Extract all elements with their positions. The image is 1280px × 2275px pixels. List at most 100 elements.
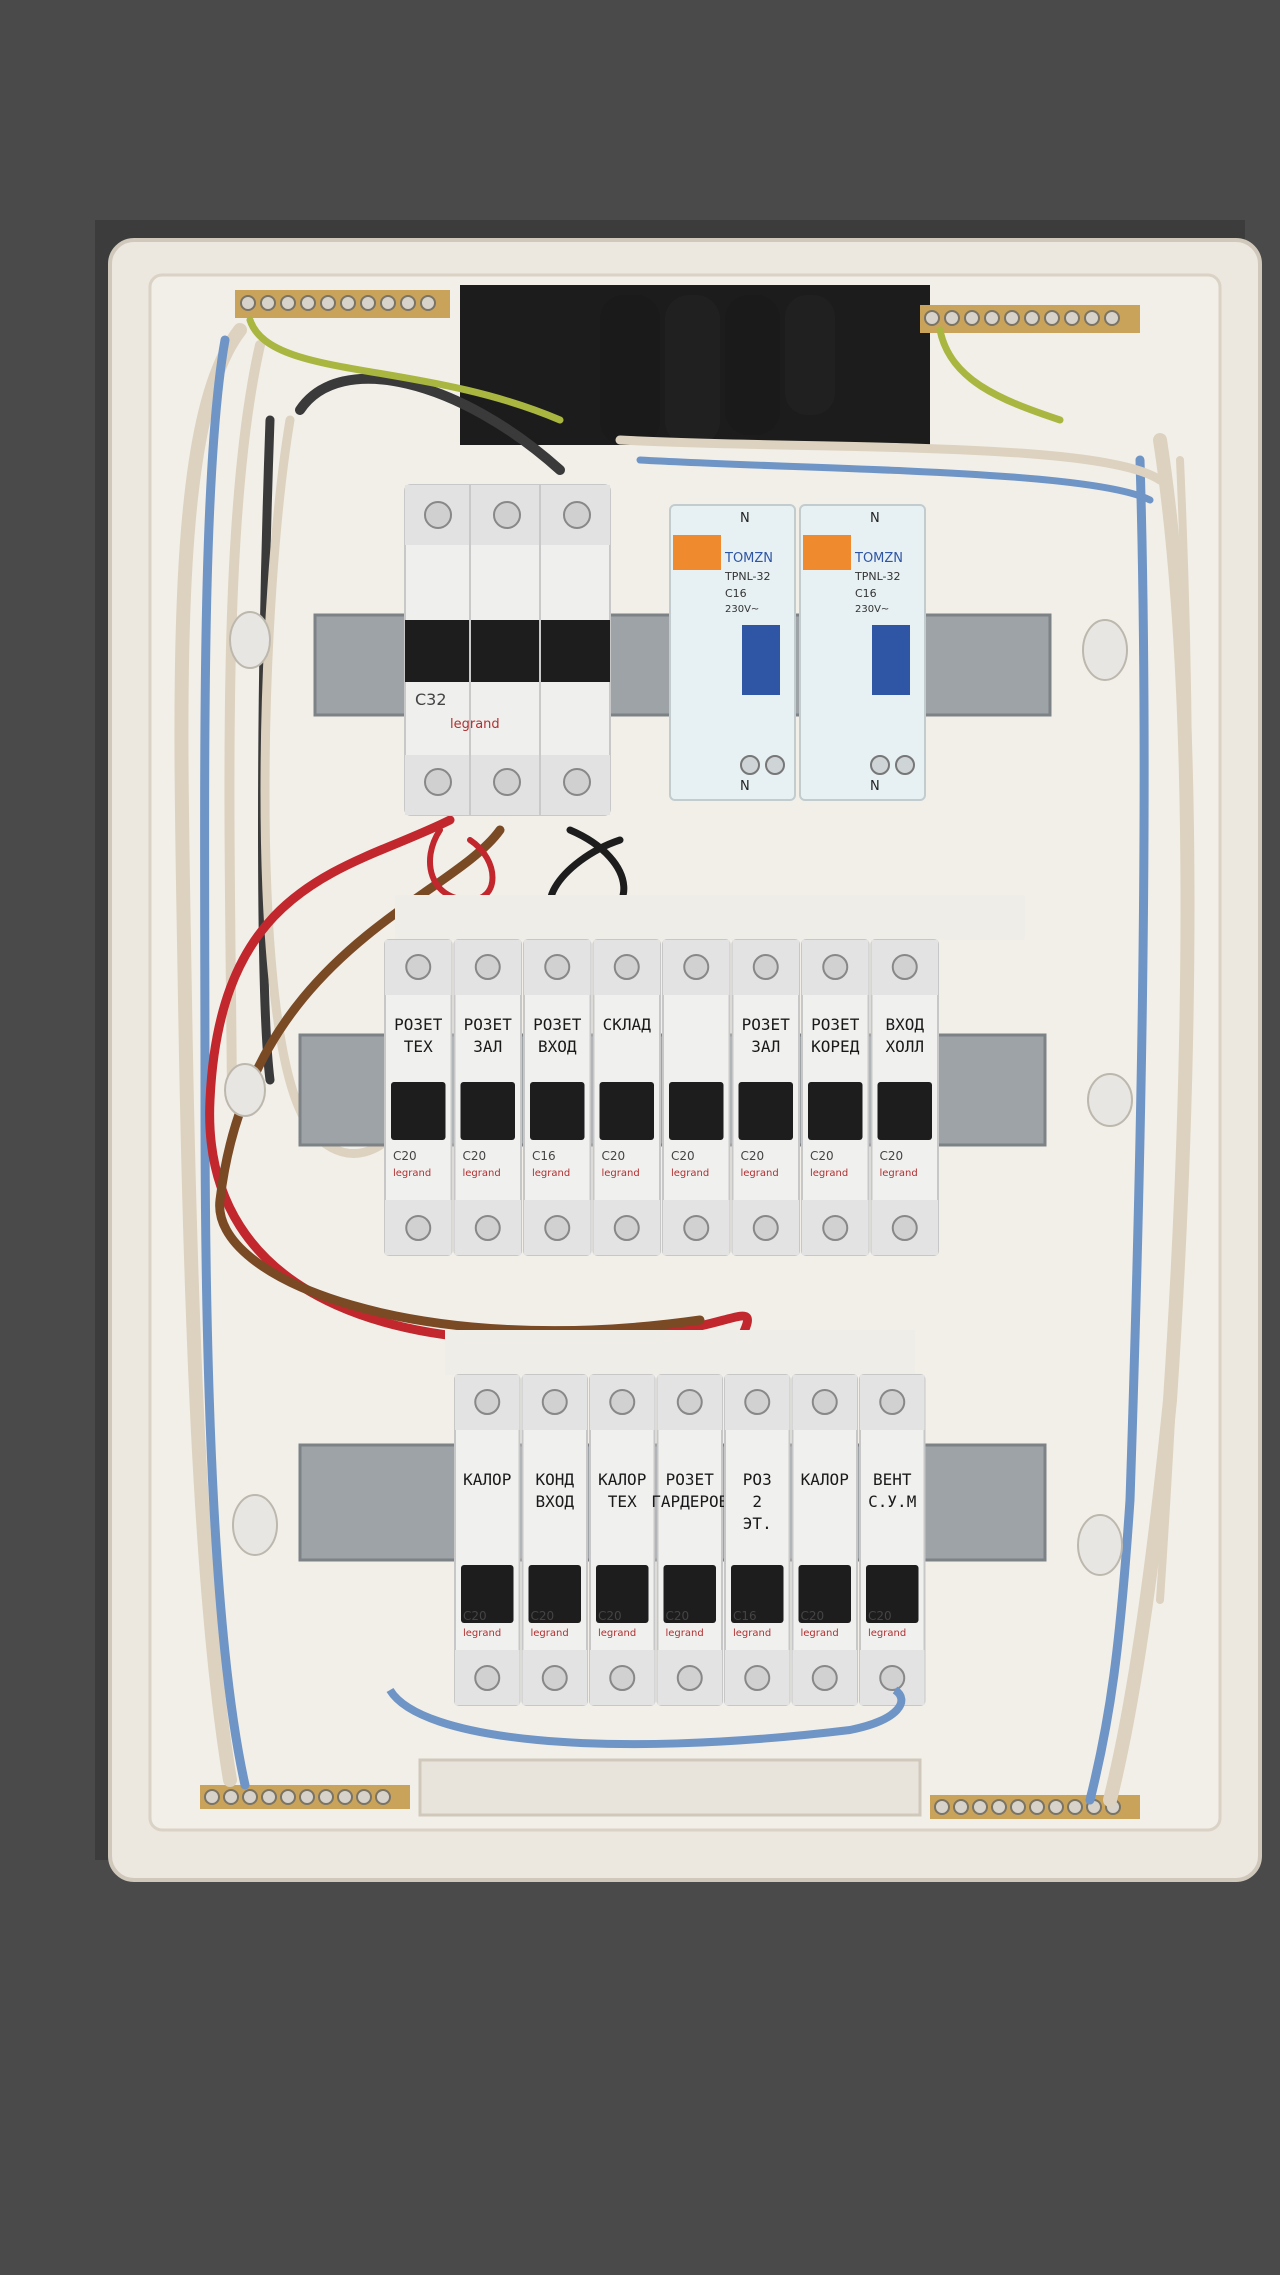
bus-bar-screw xyxy=(1010,1799,1026,1815)
breaker-label: КАЛОР xyxy=(463,1470,511,1489)
breaker-brand: legrand xyxy=(810,1168,848,1179)
terminal-screw xyxy=(676,1665,703,1691)
terminal-screw xyxy=(541,1665,568,1691)
rcbo-test-button[interactable] xyxy=(673,535,721,570)
breaker-rating: C20 xyxy=(602,1149,626,1163)
breaker-label: КОРЕД xyxy=(811,1037,860,1056)
breaker-brand: legrand xyxy=(463,1628,501,1639)
breaker-brand: legrand xyxy=(671,1168,709,1179)
terminal-screw xyxy=(683,1215,710,1241)
breaker-toggle[interactable] xyxy=(599,1082,655,1140)
terminal-screw xyxy=(752,1215,779,1241)
terminal-screw xyxy=(891,1215,918,1241)
breaker-toggle[interactable] xyxy=(461,1565,514,1623)
terminal-screw xyxy=(822,1215,849,1241)
breaker-label: ВХОД xyxy=(885,1015,924,1034)
bus-bar-screw xyxy=(260,295,276,311)
breaker-row-2: КАЛОРC20legrandКОНДВХОДC20legrandКАЛОРТЕ… xyxy=(454,1374,926,1706)
din-rail-end-clamps xyxy=(224,611,1133,1576)
bus-bar-screw xyxy=(356,1789,372,1805)
rcbo-terminal-label: N xyxy=(740,511,750,526)
rcbo-test-button[interactable] xyxy=(803,535,851,570)
rcbo-terminal-screw xyxy=(895,755,915,775)
breaker-toggle[interactable] xyxy=(731,1565,784,1623)
breaker-toggle[interactable] xyxy=(866,1565,919,1623)
bus-bar-screw xyxy=(300,295,316,311)
breaker-toggle[interactable] xyxy=(798,1565,852,1623)
breaker-label: ЗАЛ xyxy=(751,1037,780,1056)
breaker-rating: C20 xyxy=(671,1149,695,1163)
breaker-toggle[interactable] xyxy=(530,1082,585,1140)
breaker-rating: C20 xyxy=(801,1609,825,1623)
breaker-rating: C20 xyxy=(393,1149,417,1163)
main-breaker-brand: legrand xyxy=(450,717,500,732)
breaker-toggle[interactable] xyxy=(808,1082,863,1140)
terminal-screw xyxy=(474,954,501,980)
breaker-toggle[interactable] xyxy=(738,1082,794,1140)
breaker-label: РОЗЕТ xyxy=(464,1015,513,1034)
rcbo-rating: C16 xyxy=(855,587,877,600)
bus-bar-screw xyxy=(400,295,416,311)
breaker-label: КАЛОР xyxy=(598,1470,646,1489)
rcbo-terminal-label: N xyxy=(740,779,750,794)
bus-bar-screw xyxy=(1104,310,1120,326)
main-breaker-rating: C32 xyxy=(415,690,447,709)
cover-band-2 xyxy=(445,1330,915,1375)
breaker-label: РОЗ xyxy=(743,1470,772,1489)
conduit-bundle xyxy=(600,295,835,445)
breaker-rating: C20 xyxy=(666,1609,690,1623)
breaker-rating: C20 xyxy=(810,1149,834,1163)
breaker-label: ЭТ. xyxy=(743,1514,772,1533)
main-breaker-toggle[interactable] xyxy=(405,620,610,682)
breaker-brand: legrand xyxy=(532,1168,570,1179)
cover-band-1 xyxy=(395,895,1025,940)
bus-bar-screw xyxy=(1064,310,1080,326)
breaker-rating: C16 xyxy=(733,1609,757,1623)
circuit-breaker[interactable]: C20 legrand xyxy=(662,939,731,1256)
breaker-toggle[interactable] xyxy=(460,1082,516,1140)
breaker-label: ГАРДЕРОБ xyxy=(651,1492,728,1511)
terminal-screw xyxy=(541,1389,568,1415)
terminal-screw xyxy=(683,954,710,980)
rcbo-terminal-label: N xyxy=(870,779,880,794)
main-breaker[interactable]: C32 legrand xyxy=(404,484,611,816)
breaker-toggle[interactable] xyxy=(596,1565,649,1623)
rcbo-toggle[interactable] xyxy=(872,625,910,695)
bus-bar-screw xyxy=(340,295,356,311)
breaker-toggle[interactable] xyxy=(669,1082,724,1140)
bus-bar-screw xyxy=(984,310,1000,326)
bus-bar-screw xyxy=(299,1789,315,1805)
breaker-brand: legrand xyxy=(741,1168,779,1179)
rcbo-model: TPNL-32 xyxy=(854,570,900,583)
breaker-toggle[interactable] xyxy=(663,1565,717,1623)
terminal-screw xyxy=(544,954,571,980)
breaker-toggle[interactable] xyxy=(391,1082,446,1140)
rcbo-toggle[interactable] xyxy=(742,625,780,695)
breaker-rating: C20 xyxy=(880,1149,904,1163)
rcbo-terminal-label: N xyxy=(870,511,880,526)
breaker-label: РОЗЕТ xyxy=(533,1015,582,1034)
bus-bar-screw xyxy=(380,295,396,311)
breaker-brand: legrand xyxy=(733,1628,771,1639)
breaker-rating: C20 xyxy=(868,1609,892,1623)
bus-bar-screw xyxy=(420,295,436,311)
breaker-toggle[interactable] xyxy=(877,1082,933,1140)
breaker-toggle[interactable] xyxy=(528,1565,582,1623)
bus-bar-screw xyxy=(1024,310,1040,326)
